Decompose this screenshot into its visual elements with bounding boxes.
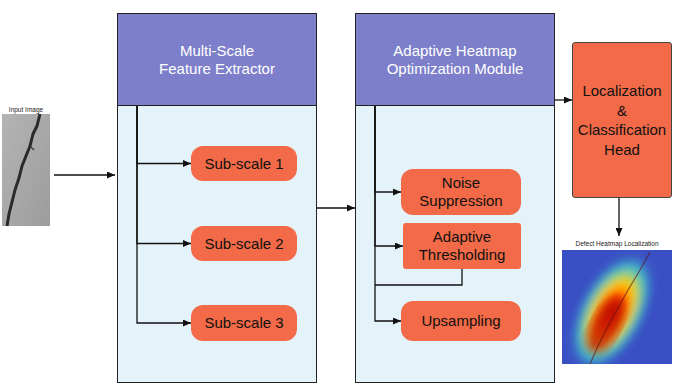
heatmap-image xyxy=(562,250,672,364)
input-arrow xyxy=(54,174,115,175)
box-label: Adaptive Thresholding xyxy=(408,228,516,264)
process-box: Adaptive Thresholding xyxy=(403,223,521,269)
process-box: Sub-scale 1 xyxy=(191,146,297,181)
process-box: Sub-scale 3 xyxy=(191,305,297,341)
process-box: Sub-scale 2 xyxy=(191,226,297,261)
process-box: Upsampling xyxy=(401,301,521,341)
flow-arrow xyxy=(317,207,355,208)
module-panel: Noise SuppressionAdaptive ThresholdingUp… xyxy=(355,13,555,383)
flow-arrow xyxy=(137,106,191,164)
panel-title: Adaptive Heatmap Optimization Module xyxy=(370,42,540,78)
box-label: Upsampling xyxy=(421,312,500,330)
box-label: Localization & Classification Head xyxy=(578,81,666,159)
flow-arrow xyxy=(375,106,403,246)
flow-arrow xyxy=(375,106,401,192)
flow-arrow xyxy=(375,106,401,321)
output-arrow xyxy=(618,198,619,236)
panel-header: Multi-Scale Feature Extractor xyxy=(118,14,316,106)
box-label: Sub-scale 2 xyxy=(204,235,283,253)
box-label: Noise Suppression xyxy=(406,174,516,210)
process-box: Noise Suppression xyxy=(401,169,521,215)
panel-header: Adaptive Heatmap Optimization Module xyxy=(356,14,554,106)
module-panel: Sub-scale 1 Sub-scale 2 Sub-scale 3 Multi-S… xyxy=(117,13,317,383)
flow-arrow xyxy=(137,106,191,244)
flow-arrow xyxy=(555,99,572,100)
input-image xyxy=(2,114,50,226)
flow-arrow xyxy=(137,106,191,323)
box-label: Sub-scale 3 xyxy=(204,314,283,332)
head-box: Localization & Classification Head xyxy=(572,42,672,198)
junction-line xyxy=(375,269,462,285)
panel-title: Multi-Scale Feature Extractor xyxy=(155,42,279,78)
image-caption: Defect Heatmap Localization xyxy=(562,240,672,247)
image-caption: Input Image xyxy=(0,106,52,113)
box-label: Sub-scale 1 xyxy=(204,155,283,173)
